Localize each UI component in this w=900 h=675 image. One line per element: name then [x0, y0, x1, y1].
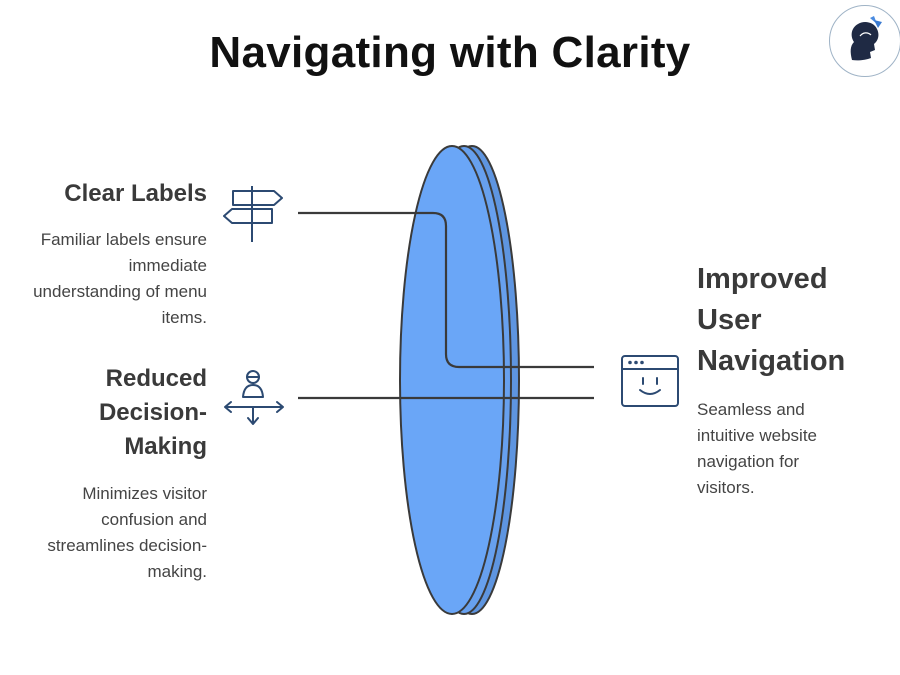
clear-labels-description: Familiar labels ensure immediate underst…	[33, 230, 207, 327]
reduced-decision-heading: Reduced Decision-Making	[98, 365, 207, 460]
improved-navigation-heading: Improved User Navigation	[697, 263, 846, 377]
logo	[829, 5, 900, 77]
reduced-decision-description: Minimizes visitor confusion and streamli…	[47, 484, 207, 581]
lens-front	[399, 145, 505, 615]
clear-labels-heading: Clear Labels	[64, 180, 207, 207]
person-directions-icon	[224, 370, 284, 425]
signpost-icon	[223, 186, 283, 242]
woman-silhouette-logo-icon	[850, 16, 882, 61]
improved-navigation-description: Seamless and intuitive website navigatio…	[697, 400, 818, 497]
page-title: Navigating with Clarity	[209, 28, 691, 77]
browser-smile-icon	[621, 355, 679, 407]
connector-clear-labels	[298, 211, 594, 369]
